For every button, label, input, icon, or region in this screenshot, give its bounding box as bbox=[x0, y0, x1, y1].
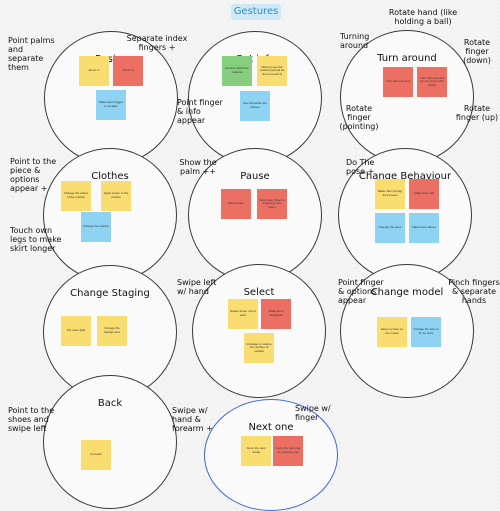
circle-title: Pause bbox=[240, 171, 270, 182]
circle-title: Change Behaviour bbox=[358, 171, 452, 182]
sticky-note[interactable]: Turn them around bbox=[383, 67, 413, 97]
sticky-note[interactable]: Stop them (Stop to exploring new fixes) bbox=[257, 189, 287, 219]
sticky-note[interactable]: Go to the next one or previous one bbox=[273, 436, 303, 466]
gesture-circle-get-info[interactable]: Get info Curious about the material Want… bbox=[188, 31, 322, 165]
sticky-note[interactable]: Want to see the material (would be nice … bbox=[257, 56, 287, 86]
gesture-note: Swipe w/ finger bbox=[295, 404, 331, 422]
gesture-circle-resize[interactable]: Resize Zoom in Zoom in Make them bigger … bbox=[44, 31, 178, 165]
sticky-note[interactable]: Increase or reduce the number of models bbox=[244, 333, 274, 363]
gesture-note: Point finger & info appear bbox=[177, 98, 223, 125]
circle-title: Select bbox=[243, 287, 275, 298]
sticky-note[interactable]: Have my face on the model bbox=[377, 317, 407, 347]
gesture-circle-change-behaviour[interactable]: Change Behaviour Make them (bring) their… bbox=[338, 148, 472, 282]
gesture-note: Swipe w/ hand & forearm + bbox=[172, 406, 213, 433]
gesture-note: Point finger & options appear bbox=[338, 278, 384, 305]
gesture-note: Turning around bbox=[340, 32, 370, 50]
sticky-note[interactable]: Change the clothes bbox=[81, 212, 111, 242]
sticky-note[interactable]: Make them (bring) their poses bbox=[375, 179, 405, 209]
gesture-circle-pause[interactable]: Pause Pause them Stop them (Stop to expl… bbox=[188, 148, 322, 282]
sticky-note[interactable]: Put more light bbox=[61, 316, 91, 346]
sticky-note[interactable]: Pause them bbox=[221, 189, 251, 219]
sticky-note[interactable]: Go to the next model bbox=[241, 436, 271, 466]
gesture-note: Separate index fingers + bbox=[126, 34, 188, 52]
gesture-note: Point to the piece & options appear + bbox=[10, 157, 57, 193]
gesture-circle-back[interactable]: Back Go back bbox=[43, 375, 177, 509]
sticky-note[interactable]: Zoom in bbox=[113, 56, 143, 86]
circle-title: Clothes bbox=[91, 171, 129, 182]
gesture-note: Do The pose + bbox=[346, 158, 375, 176]
gesture-circle-select[interactable]: Select Delete those I don't want Make th… bbox=[192, 264, 326, 398]
sticky-note[interactable]: Apply colour to the clothes bbox=[101, 181, 131, 211]
sticky-note[interactable]: Change the background bbox=[97, 316, 127, 346]
sticky-note[interactable]: Make them dance bbox=[409, 213, 439, 243]
sticky-note[interactable]: Make them disappear bbox=[261, 299, 291, 329]
gesture-circle-change-model[interactable]: Change model Have my face on the model C… bbox=[340, 264, 474, 398]
sticky-note[interactable]: Turn them around (to see it from the bac… bbox=[417, 67, 447, 97]
circle-title: Resize bbox=[94, 54, 128, 65]
gesture-note: Rotate hand (like holding a ball) bbox=[388, 8, 458, 26]
gesture-circle-turn-around[interactable]: Turn around Turn them around Turn them a… bbox=[340, 30, 474, 164]
sticky-note[interactable]: Curious about the material bbox=[222, 56, 252, 86]
board-title: Gestures bbox=[231, 4, 281, 20]
sticky-note[interactable]: Change the pose bbox=[375, 213, 405, 243]
circle-title: Change Staging bbox=[70, 288, 150, 299]
gesture-note: Swipe left w/ hand bbox=[177, 278, 217, 296]
circle-title: Change model bbox=[370, 287, 444, 298]
gesture-note: Rotate finger (pointing) bbox=[339, 104, 379, 131]
gesture-note: Rotate finger (down) bbox=[463, 38, 491, 65]
sticky-note[interactable]: Make them fall bbox=[409, 179, 439, 209]
circle-title: Turn around bbox=[377, 53, 437, 64]
sticky-note[interactable]: Get info about the clothes bbox=[240, 91, 270, 121]
gesture-note: Rotate finger (up) bbox=[455, 104, 499, 122]
circle-title: Get info bbox=[235, 54, 275, 65]
gesture-note: Point to the shoes and swipe left bbox=[8, 406, 55, 433]
gesture-note: Pinch fingers & separate hands bbox=[448, 278, 500, 305]
circle-title: Back bbox=[97, 398, 123, 409]
circle-title: Next one bbox=[248, 422, 294, 433]
sticky-note[interactable]: Change the colour of the clothes bbox=[61, 181, 91, 211]
gesture-note: Touch own legs to make skirt longer bbox=[10, 226, 62, 253]
sticky-note[interactable]: Zoom in bbox=[79, 56, 109, 86]
sticky-note[interactable]: Make them bigger or smaller bbox=[96, 90, 126, 120]
gesture-note: Point palms and separate them bbox=[8, 36, 55, 72]
sticky-note[interactable]: Change the size to fit my story bbox=[411, 317, 441, 347]
sticky-note[interactable]: Delete those I don't want bbox=[228, 299, 258, 329]
sticky-note[interactable]: Go back bbox=[81, 440, 111, 470]
gesture-note: Show the palm ++ bbox=[179, 158, 217, 176]
